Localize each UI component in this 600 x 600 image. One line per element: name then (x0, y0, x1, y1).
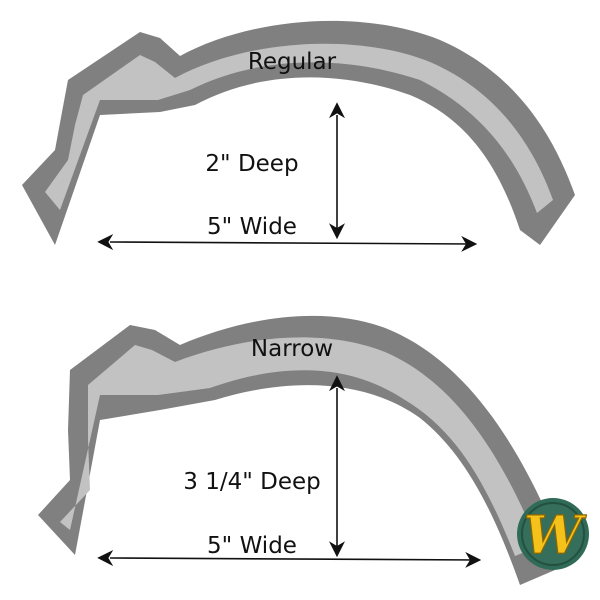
narrow-fender-inner (60, 337, 530, 556)
narrow-depth-label: 3 1/4" Deep (183, 469, 320, 495)
regular-fender-inner (45, 43, 553, 214)
narrow-width-arrow (97, 550, 482, 568)
logo-letter: W (524, 505, 587, 566)
narrow-width-label: 5" Wide (207, 533, 297, 559)
regular-width-arrow (97, 234, 478, 252)
regular-width-label: 5" Wide (207, 214, 297, 240)
regular-depth-label: 2" Deep (205, 151, 298, 177)
regular-profile: Regular 2" Deep 5" Wide (22, 20, 575, 252)
w-logo-icon: W (517, 498, 589, 570)
narrow-title: Narrow (251, 336, 333, 362)
narrow-profile: Narrow 3 1/4" Deep 5" Wide (38, 315, 555, 585)
regular-title: Regular (248, 49, 337, 75)
